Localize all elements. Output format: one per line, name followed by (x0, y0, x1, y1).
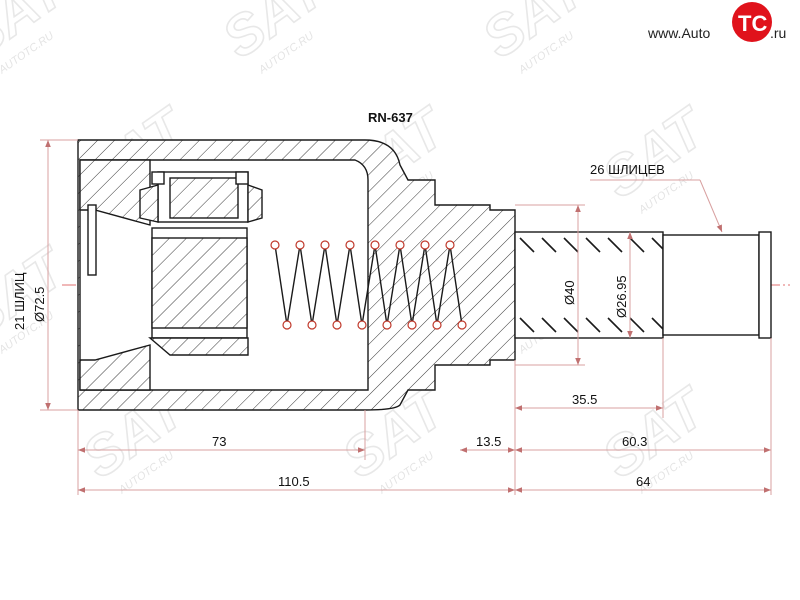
brand-url-suffix: .ru (770, 25, 786, 41)
spring-node (270, 240, 280, 250)
housing-lip-bottom (79, 344, 151, 391)
dim-110-5-label: 110.5 (278, 474, 310, 489)
brand-url-prefix: www.Auto (647, 25, 710, 41)
brand-logo: www.Auto TC .ru (647, 2, 786, 42)
spring-node (282, 320, 292, 330)
bearing-cap-left-tab (151, 171, 165, 185)
dim-64-label: 64 (636, 474, 650, 489)
spring-node (357, 320, 367, 330)
housing-lip-top (79, 159, 151, 226)
tripod-lower-bevel (148, 337, 249, 356)
spring-node (332, 320, 342, 330)
spring-node (307, 320, 317, 330)
brand-logo-circle (732, 2, 772, 42)
watermark-logo: SAT (591, 94, 719, 210)
part-code: RN-637 (368, 110, 413, 125)
spline-tooth (585, 237, 601, 253)
shaft-end (662, 234, 760, 336)
spring-node (345, 240, 355, 250)
dim-60-3-label: 60.3 (622, 434, 647, 449)
outer-diameter-label: Ø72.5 (32, 287, 47, 322)
spring-node (445, 240, 455, 250)
spline-tooth (519, 237, 535, 253)
dim-13-5-label: 13.5 (476, 434, 501, 449)
dim-35-5-label: 35.5 (572, 392, 597, 407)
spring-node (382, 320, 392, 330)
spline-tooth (519, 317, 535, 333)
spline-tooth (541, 317, 557, 333)
spline-tooth (585, 317, 601, 333)
dimension-lines (40, 139, 772, 495)
spring-node (420, 240, 430, 250)
spring-node (457, 320, 467, 330)
spring-node (407, 320, 417, 330)
watermark-logo: SAT (591, 374, 719, 490)
spline-tooth (607, 237, 623, 253)
spline-count-label: 26 ШЛИЦЕВ (590, 162, 665, 177)
spring-node (320, 240, 330, 250)
spline-tooth (607, 317, 623, 333)
spring-node (432, 320, 442, 330)
spline-diameter-label: Ø26.95 (614, 275, 629, 318)
bearing-cap-right-tab (235, 171, 249, 185)
brand-logo-letters: TC (738, 11, 767, 36)
spring (270, 240, 467, 330)
dim-73-label: 73 (212, 434, 226, 449)
spring-node (295, 240, 305, 250)
spring-node (395, 240, 405, 250)
spring-node (370, 240, 380, 250)
bearing-cap-right-wedge (247, 184, 263, 223)
left-splines-label: 21 ШЛИЦ (12, 272, 27, 330)
spring-coil (274, 244, 463, 326)
shaft-end-collar (758, 231, 772, 339)
tripod-roller-body (151, 237, 248, 329)
shaft-diameter-label: Ø40 (562, 280, 577, 305)
bearing-cap-left-wedge (139, 184, 159, 223)
bearing-cap-core (169, 177, 239, 219)
spline-tooth (541, 237, 557, 253)
left-retainer (87, 204, 97, 276)
